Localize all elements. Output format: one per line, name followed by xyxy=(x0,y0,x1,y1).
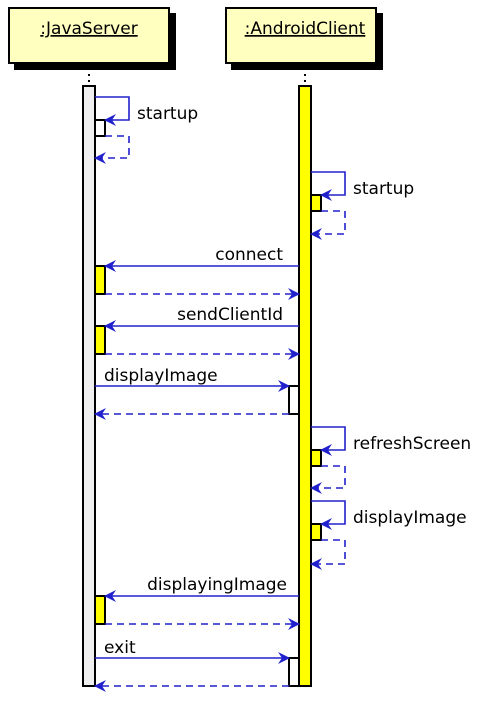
message-refresh-screen: refreshScreen xyxy=(310,426,471,494)
activation-android-display-image xyxy=(288,385,300,415)
activation-bar-java-server xyxy=(82,85,96,687)
return-arrow xyxy=(310,539,346,570)
message-label: connect xyxy=(215,245,283,265)
participant-java-server: :JavaServer xyxy=(8,7,176,70)
message-label: startup xyxy=(137,104,198,124)
message-arrow xyxy=(311,171,346,201)
activation-android-startup xyxy=(310,194,322,212)
return-arrow xyxy=(310,465,346,494)
activation-android-exit xyxy=(288,657,300,687)
message-label: exit xyxy=(104,638,136,658)
message-arrow xyxy=(95,96,130,126)
message-label: displayingImage xyxy=(147,575,287,595)
activation-bar-android-client xyxy=(298,85,312,687)
message-exit: exit xyxy=(94,638,290,692)
activation-java-displaying-image xyxy=(94,595,106,625)
activation-java-send-client-id xyxy=(94,325,106,355)
actor-box xyxy=(8,7,170,64)
message-label: displayImage xyxy=(104,366,218,386)
activation-java-startup xyxy=(94,119,106,137)
activation-android-display-image-self xyxy=(310,523,322,541)
participant-label-android-client: :AndroidClient xyxy=(245,19,366,39)
message-arrow xyxy=(311,500,346,530)
participant-android-client: :AndroidClient xyxy=(225,7,383,70)
activation-java-connect xyxy=(94,265,106,295)
message-label: displayImage xyxy=(353,508,467,528)
message-label: startup xyxy=(353,179,414,199)
message-android-startup: startup xyxy=(310,171,414,240)
message-displaying-image: displayingImage xyxy=(104,575,300,630)
return-arrow xyxy=(310,210,346,240)
message-java-startup: startup xyxy=(94,96,198,164)
message-connect: connect xyxy=(104,245,300,300)
message-label: sendClientId xyxy=(177,305,283,325)
message-send-client-id: sendClientId xyxy=(104,305,300,360)
return-arrow xyxy=(94,135,130,164)
actor-box xyxy=(225,7,377,64)
message-arrow xyxy=(311,426,346,456)
message-label: refreshScreen xyxy=(353,434,471,454)
activation-android-refresh-screen xyxy=(310,449,322,467)
message-display-image-self: displayImage xyxy=(310,500,467,570)
message-display-image: displayImage xyxy=(94,366,290,420)
participant-label-java-server: :JavaServer xyxy=(40,19,137,39)
